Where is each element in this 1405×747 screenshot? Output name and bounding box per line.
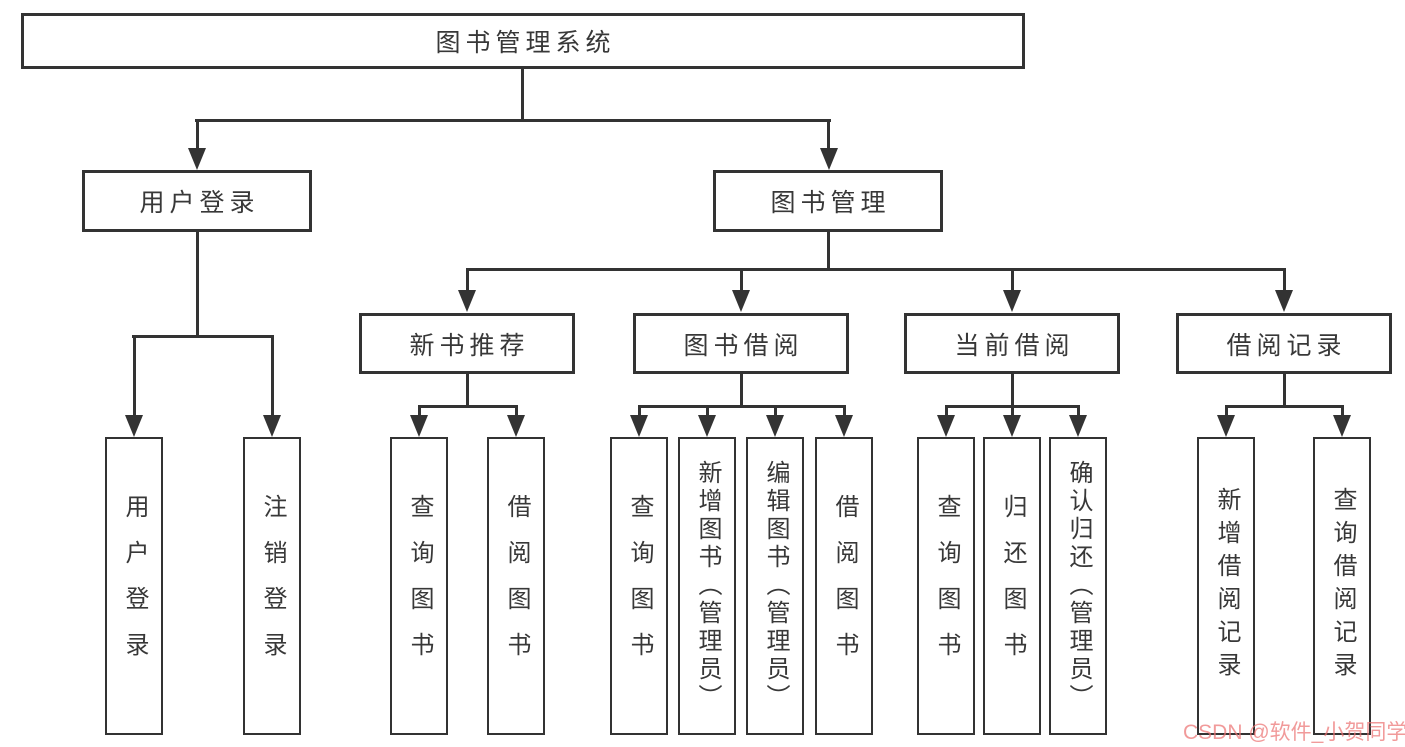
edge-bookmgmt-rail [465, 268, 1286, 271]
leaf-add-book-admin: 新增图书（管理员） [678, 437, 736, 735]
edge-groupD-rail [1224, 405, 1344, 408]
node-borrow-records: 借阅记录 [1176, 313, 1392, 374]
node-root-label: 图书管理系统 [435, 29, 616, 57]
node-new-book-recommend: 新书推荐 [359, 313, 575, 374]
edge-arrow-new-book [458, 268, 476, 312]
leaf-borrow-books: 借阅图书 [815, 437, 873, 735]
edge-bookmgmt-stem [827, 232, 830, 270]
node-current-borrow: 当前借阅 [904, 313, 1120, 374]
edge-root-rail [195, 119, 831, 122]
leaf-logout-login-label: 注销登录 [259, 494, 286, 678]
edge-arrow-D1 [1217, 405, 1235, 437]
edge-groupB-stem [739, 374, 743, 406]
edge-arrow-D2 [1333, 405, 1351, 437]
edge-groupA-rail [417, 405, 518, 408]
leaf-logout-login: 注销登录 [243, 437, 301, 735]
edge-arrow-leaf-logout [263, 335, 281, 437]
edge-arrow-book-management [819, 119, 838, 170]
leaf-query-borrow-record: 查询借阅记录 [1313, 437, 1371, 735]
leaf-edit-book-admin-label: 编辑图书（管理员） [762, 460, 789, 712]
edge-arrow-borrow-records [1275, 268, 1293, 312]
leaf-recommend-borrow-books-label: 借阅图书 [503, 494, 530, 678]
edge-arrow-B3 [766, 405, 784, 437]
edge-groupB-rail [637, 405, 846, 408]
leaf-add-borrow-record-label: 新增借阅记录 [1213, 487, 1240, 685]
leaf-return-book: 归还图书 [983, 437, 1041, 735]
edge-arrow-user-login [188, 119, 206, 170]
node-root: 图书管理系统 [21, 13, 1025, 69]
node-book-management: 图书管理 [713, 170, 943, 232]
leaf-borrow-books-label: 借阅图书 [831, 494, 858, 678]
edge-arrow-C3 [1069, 405, 1087, 437]
edge-arrow-current-borrow [1003, 268, 1021, 312]
leaf-borrow-query-books-label: 查询图书 [626, 494, 653, 678]
leaf-add-borrow-record: 新增借阅记录 [1197, 437, 1255, 735]
leaf-borrow-query-books: 查询图书 [610, 437, 668, 735]
node-book-borrow-label: 图书借阅 [683, 331, 804, 360]
edge-arrow-B1 [630, 405, 648, 437]
node-user-login: 用户登录 [82, 170, 312, 232]
leaf-current-query-books: 查询图书 [917, 437, 975, 735]
edge-groupC-stem [1010, 374, 1014, 406]
edge-arrow-B2 [698, 405, 716, 437]
edge-groupA-stem [465, 374, 469, 406]
leaf-recommend-query-books-label: 查询图书 [406, 494, 433, 678]
leaf-recommend-borrow-books: 借阅图书 [487, 437, 545, 735]
leaf-user-login: 用户登录 [105, 437, 163, 735]
edge-arrow-C2 [1003, 405, 1021, 437]
leaf-confirm-return-admin: 确认归还（管理员） [1049, 437, 1107, 735]
leaf-return-book-label: 归还图书 [999, 494, 1026, 678]
edge-arrow-C1 [937, 405, 955, 437]
edge-arrow-A2 [507, 405, 525, 437]
edge-arrow-book-borrow [732, 268, 750, 312]
node-new-book-recommend-label: 新书推荐 [409, 331, 530, 360]
leaf-query-borrow-record-label: 查询借阅记录 [1329, 487, 1356, 685]
node-book-borrow: 图书借阅 [633, 313, 849, 374]
edge-userlogin-rail [132, 335, 274, 338]
leaf-current-query-books-label: 查询图书 [933, 494, 960, 678]
edge-root-stem [521, 69, 524, 120]
edge-arrow-B4 [835, 405, 853, 437]
node-current-borrow-label: 当前借阅 [954, 331, 1075, 360]
edge-userlogin-stem [195, 232, 199, 336]
leaf-recommend-query-books: 查询图书 [390, 437, 448, 735]
node-user-login-label: 用户登录 [139, 189, 260, 217]
leaf-edit-book-admin: 编辑图书（管理员） [746, 437, 804, 735]
watermark: CSDN @软件_小贺同学 [1183, 721, 1405, 744]
edge-arrow-A1 [410, 405, 428, 437]
leaf-add-book-admin-label: 新增图书（管理员） [694, 460, 721, 712]
leaf-user-login-label: 用户登录 [121, 494, 148, 678]
node-book-management-label: 图书管理 [770, 189, 891, 217]
edge-arrow-leaf-user-login [125, 335, 143, 437]
node-borrow-records-label: 借阅记录 [1226, 331, 1347, 360]
edge-groupD-stem [1282, 374, 1286, 406]
leaf-confirm-return-admin-label: 确认归还（管理员） [1065, 460, 1092, 712]
